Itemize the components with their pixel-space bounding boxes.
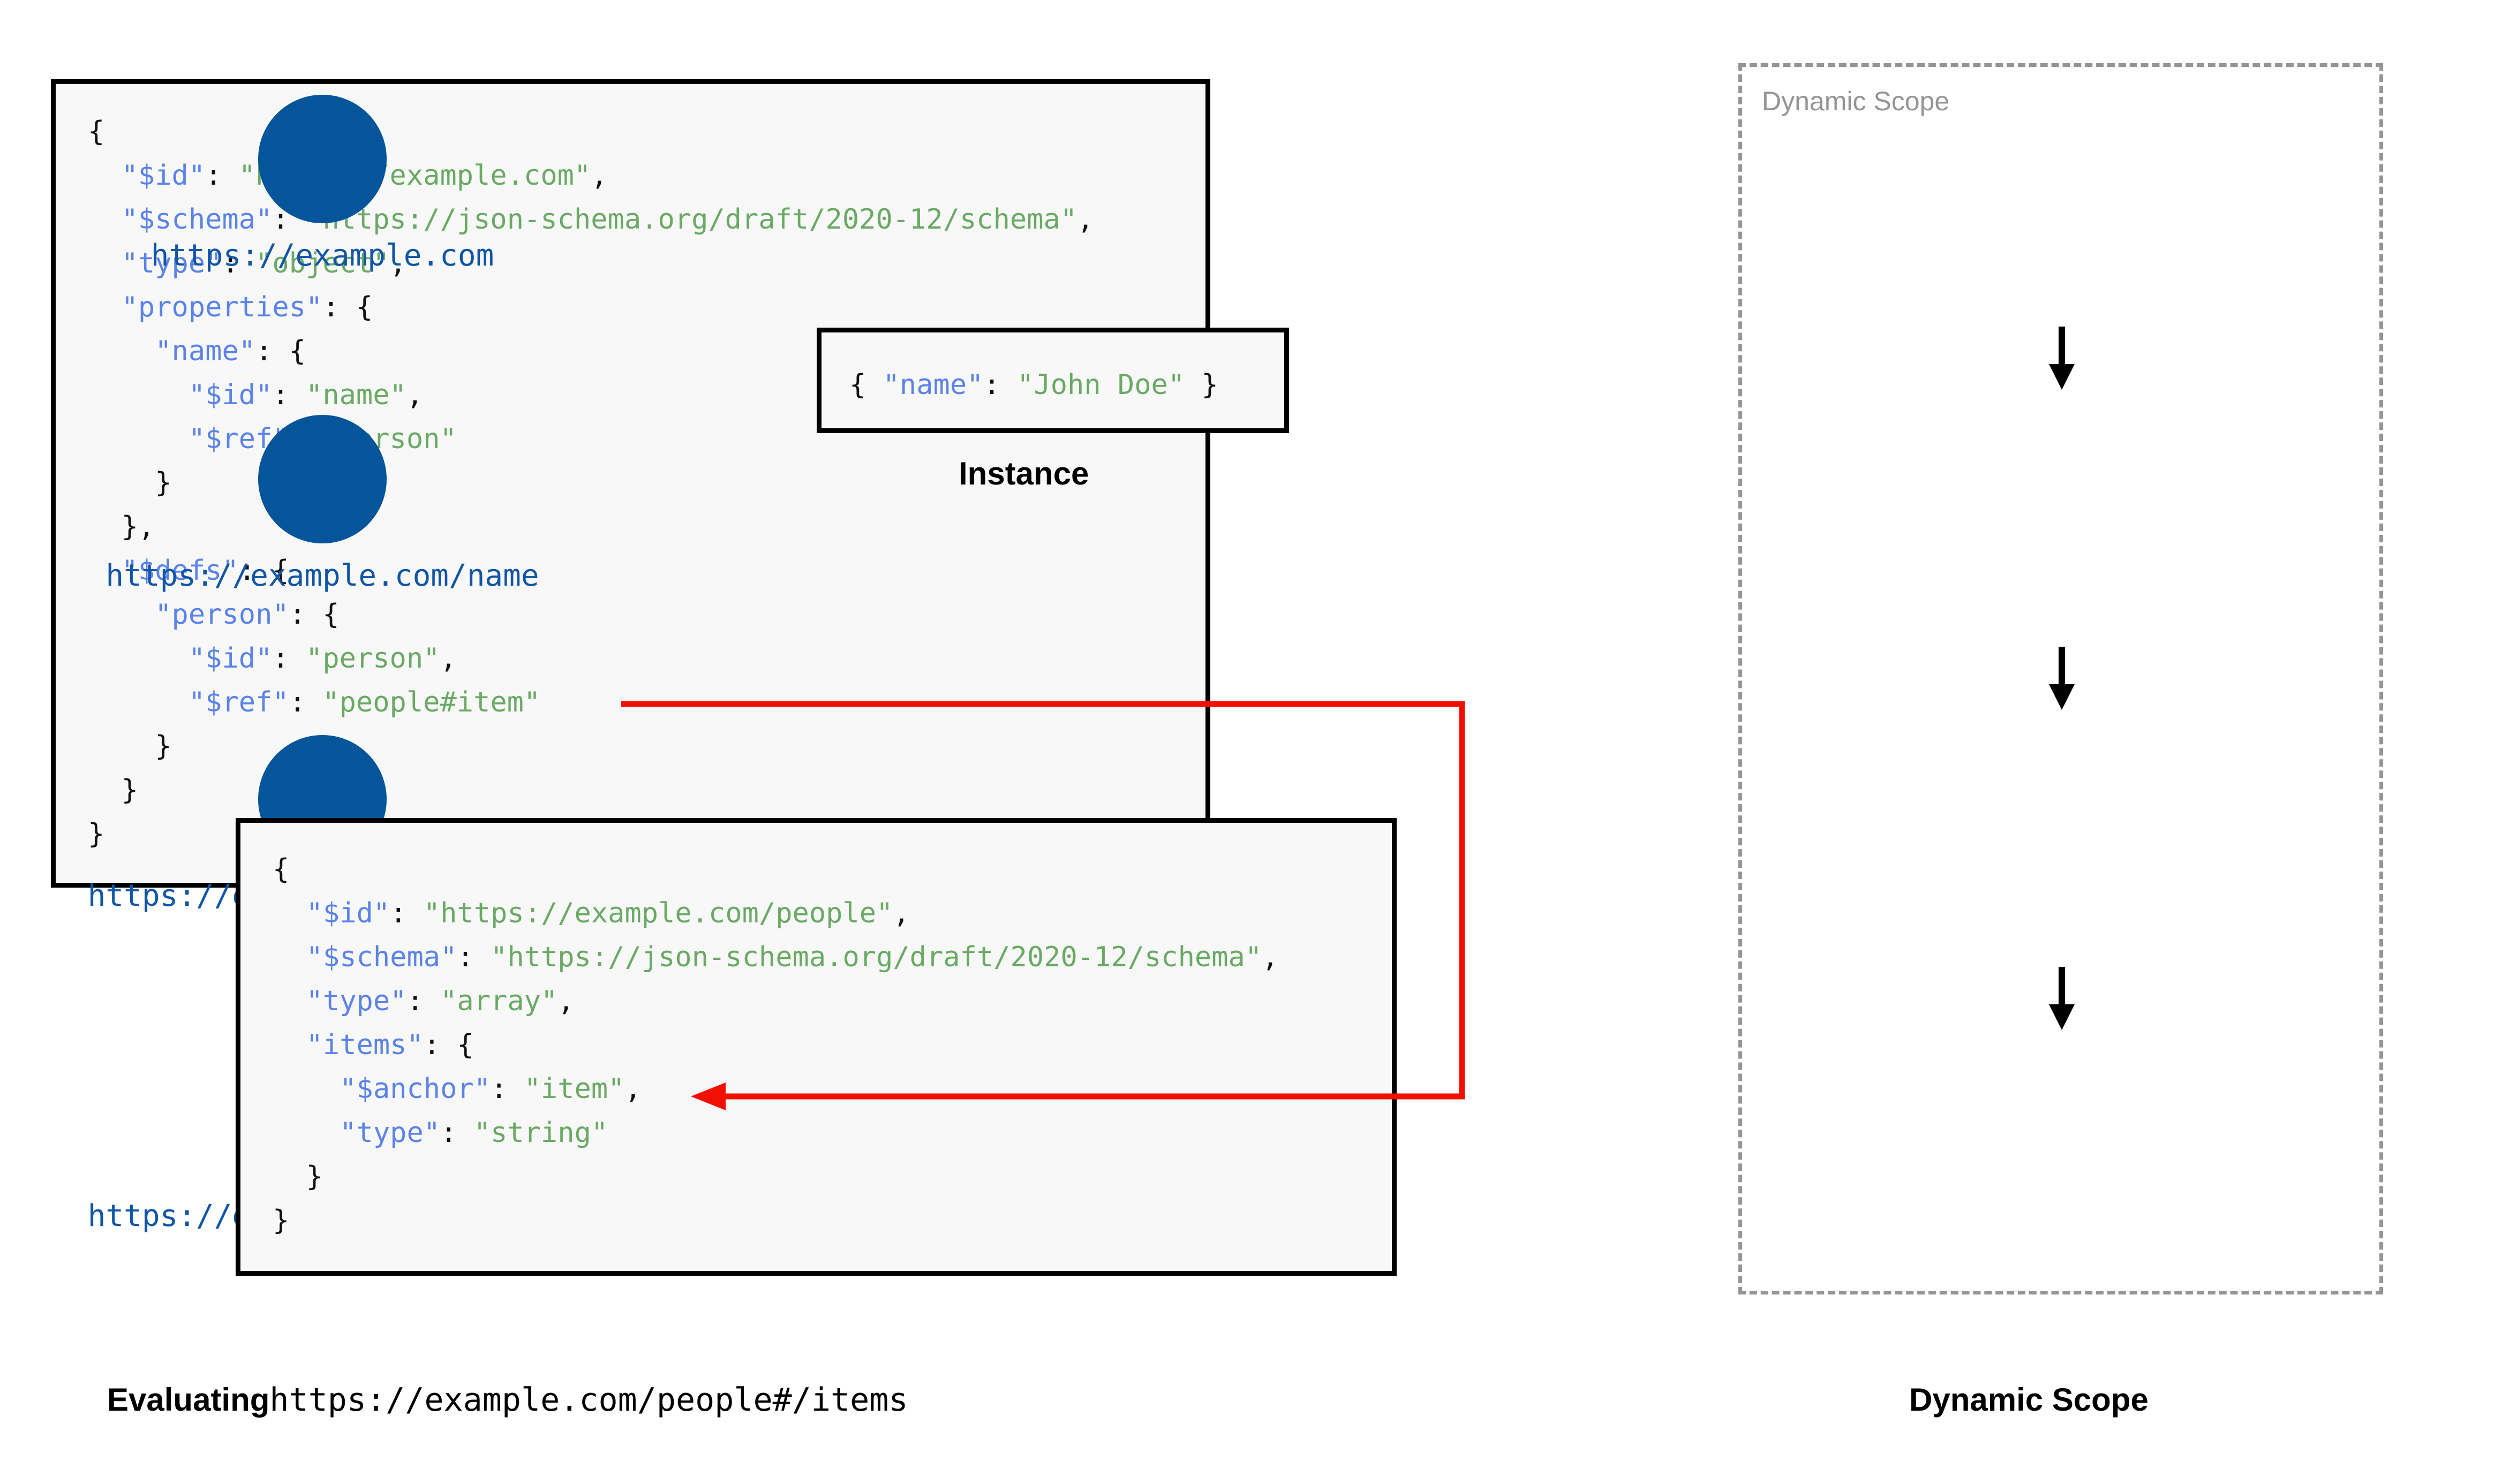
evaluating-uri: https://example.com/people#/items [269,1381,908,1419]
scope-node-uri-0: https://example.com [150,238,494,273]
instance-label: Instance [959,456,1089,491]
scope-node-circle-1 [258,415,387,543]
dynamic-scope-caption: Dynamic Scope [1909,1382,2149,1418]
scope-arrow-0-1 [2049,327,2075,390]
dynamic-scope-panel [1738,63,2383,1294]
dynamic-scope-panel-label: Dynamic Scope [1762,86,1950,116]
evaluating-label: Evaluating [107,1382,270,1418]
scope-arrow-2-3 [2049,967,2075,1030]
people-schema-box: { "$id": "https://example.com/people", "… [236,818,1397,1276]
scope-node-1: https://example.com/name [0,415,645,593]
scope-node-uri-1: https://example.com/name [105,558,539,593]
scope-node-circle-0 [258,95,387,223]
scope-node-0: https://example.com [0,95,645,273]
instance-box: { "name": "John Doe" } [817,328,1289,433]
people-schema-code: { "$id": "https://example.com/people", "… [273,853,1279,1237]
instance-code: { "name": "John Doe" } [849,369,1218,401]
evaluating-caption: Evaluatinghttps://example.com/people#/it… [107,1381,908,1419]
scope-arrow-1-2 [2049,647,2075,710]
